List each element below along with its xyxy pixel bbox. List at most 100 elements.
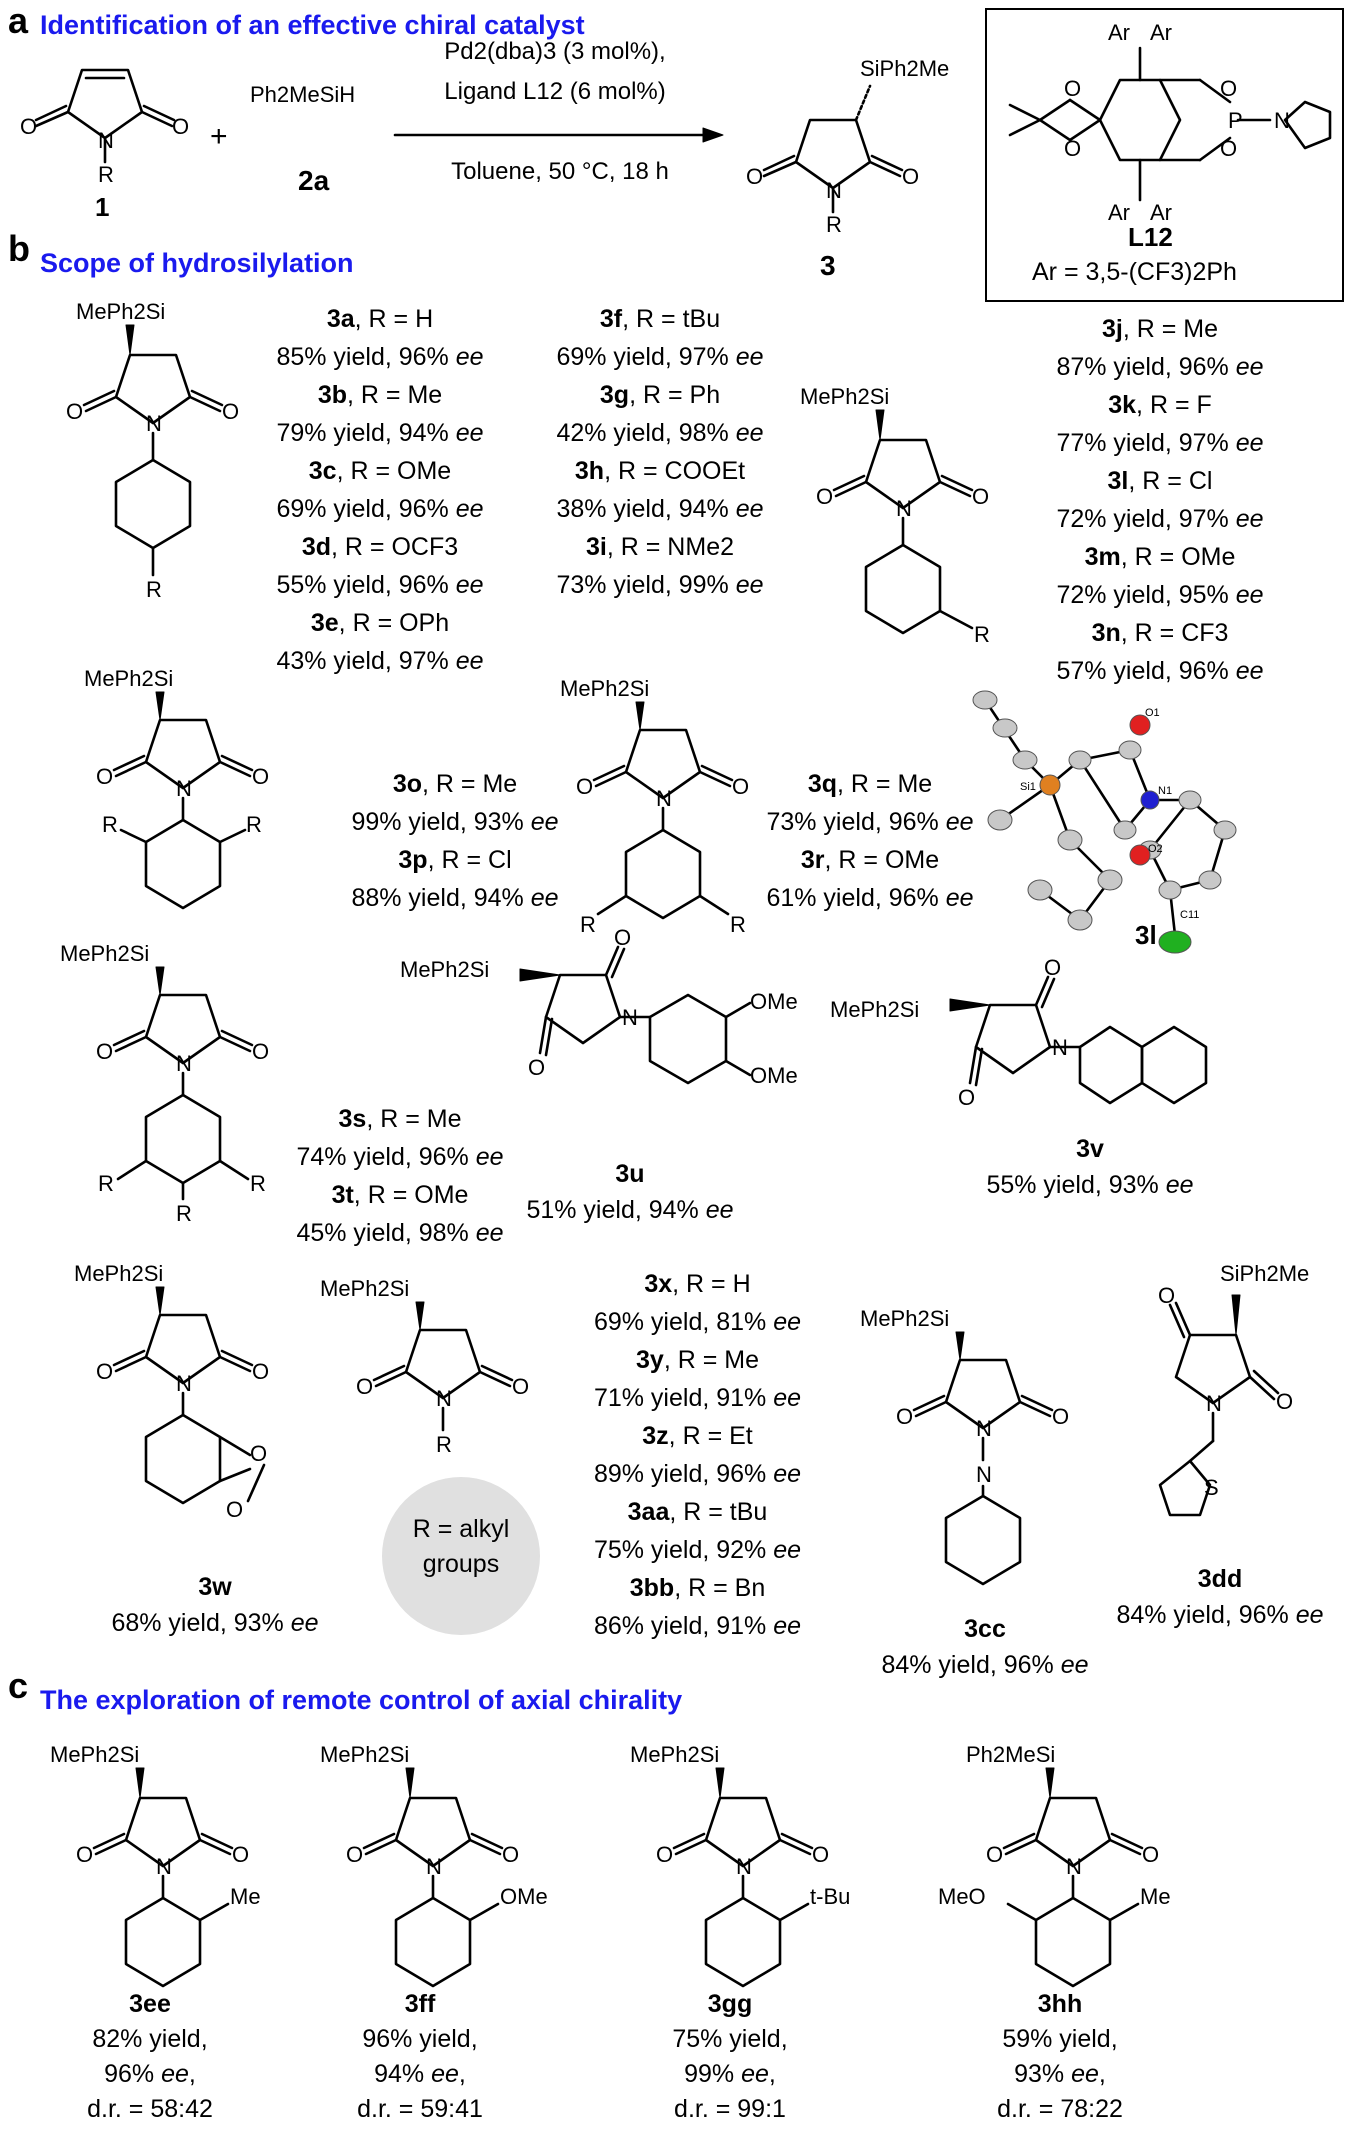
- yield-value: 72% yield, 97%: [1056, 505, 1229, 533]
- ligand-label: L12: [1128, 222, 1173, 252]
- substituent: R = Me: [435, 770, 518, 798]
- compound-entry: 3t, R = OMe: [331, 1181, 469, 1209]
- yield-value: 42% yield, 98%: [556, 419, 729, 447]
- atom-si: MePh2Si: [560, 676, 649, 701]
- condition-catalyst: Pd2(dba)3 (3 mol%),: [444, 38, 666, 65]
- substituent: R = Cl: [441, 846, 512, 874]
- atom-o: O: [656, 1842, 673, 1867]
- structure-3dd: SiPh2Me O O N S: [1158, 1261, 1309, 1517]
- yield-ee: 73% yield, 99% ee: [520, 566, 800, 604]
- substituent: R = OCF3: [344, 533, 459, 561]
- yield-value: 73% yield, 96%: [766, 808, 939, 836]
- substituent: R = OMe: [838, 846, 940, 874]
- yield-value: 61% yield, 96%: [766, 884, 939, 912]
- ee-label: ee: [766, 1612, 802, 1640]
- atom-o: O: [252, 1039, 269, 1064]
- atom-n: N: [176, 1051, 192, 1076]
- atom-o: O: [96, 764, 113, 789]
- structure-3cc: MePh2Si O O N N: [860, 1306, 1069, 1586]
- atom-n: N: [896, 496, 912, 521]
- plus-sign: +: [210, 120, 228, 153]
- yield-ee: 75% yield, 92% ee: [555, 1531, 840, 1569]
- structure-3u: MePh2Si O O N OMe OMe: [400, 925, 798, 1088]
- substituent: R = Bn: [688, 1574, 766, 1602]
- atom-n: N: [436, 1386, 452, 1411]
- yield-value: 59% yield,: [1002, 2025, 1118, 2053]
- panel-c-letter: c: [8, 1665, 29, 1706]
- condition-solvent: Toluene, 50 °C, 18 h: [451, 158, 669, 185]
- atom-s: S: [1204, 1475, 1219, 1500]
- compound-entry: 3s, R = Me: [338, 1105, 462, 1133]
- compound-id: 3s: [338, 1105, 367, 1133]
- substituent: R = OPh: [352, 609, 450, 637]
- ee-label: ee: [1228, 657, 1264, 685]
- compound-entry: 3aa, R = tBu: [627, 1498, 768, 1526]
- atom-r: R: [974, 622, 990, 647]
- ee-label: ee: [1228, 505, 1264, 533]
- atom-ar: Ar: [1150, 200, 1172, 225]
- product-3-structure: O O N R SiPh2Me: [746, 56, 949, 237]
- alkyl-bubble: [382, 1477, 540, 1635]
- atom-o: O: [232, 1842, 249, 1867]
- atom-o: O: [66, 399, 83, 424]
- substituent: R = Me: [380, 1105, 462, 1133]
- ligand-l12-structure: Ar Ar Ar Ar O O O O P N: [1008, 20, 1332, 225]
- compound-id-3dd: 3dd: [1197, 1565, 1243, 1593]
- atom-o: O: [76, 1842, 93, 1867]
- ee-label: ee: [523, 808, 559, 836]
- yield-ee: 55% yield, 96% ee: [240, 566, 520, 604]
- atom-o: O: [896, 1404, 913, 1429]
- compound-entry: 3e, R = OPh: [310, 609, 450, 637]
- atom-r: R: [146, 577, 162, 602]
- compound-id: 3gg: [707, 1990, 753, 2018]
- atom-o: O: [958, 1085, 975, 1110]
- yield-ee: 89% yield, 96% ee: [555, 1455, 840, 1493]
- atom-si: MePh2Si: [60, 941, 149, 966]
- ee-label: ee: [1228, 353, 1264, 381]
- compound-id: 3m: [1084, 543, 1121, 571]
- dr-value: d.r. = 99:1: [674, 2095, 786, 2123]
- atom-o: O: [902, 164, 919, 189]
- yield-ee: 42% yield, 98% ee: [520, 414, 800, 452]
- atom-si: MePh2Si: [800, 384, 889, 409]
- ee-label: ee: [523, 884, 559, 912]
- atom-o: O: [172, 114, 189, 139]
- ee-value: 93% ee,: [1014, 2060, 1106, 2088]
- substituent: R = OMe: [350, 457, 452, 485]
- compound-id: 3q: [807, 770, 837, 798]
- atom-r: R: [102, 812, 118, 837]
- substituent: R = Me: [677, 1346, 759, 1374]
- atom-o: O: [986, 1842, 1003, 1867]
- atom-o: O: [972, 484, 989, 509]
- ee-label: ee: [938, 808, 974, 836]
- yield-ee: 86% yield, 91% ee: [555, 1607, 840, 1645]
- ee-value: 96% ee,: [104, 2060, 196, 2088]
- compound-id: 3i: [586, 533, 607, 561]
- compound-entry: 3p, R = Cl: [398, 846, 512, 874]
- ee-label: ee: [728, 419, 764, 447]
- atom-o: O: [226, 1497, 243, 1522]
- structure-3ff: MePh2Si O O N OMe: [320, 1742, 548, 1988]
- atom-o: O: [252, 764, 269, 789]
- compound-entry: 3g, R = Ph: [599, 381, 721, 409]
- compound-id: 3a: [326, 305, 355, 333]
- structure-meta-aryl: MePh2Si O O N R: [800, 384, 990, 647]
- atom-o: O: [346, 1842, 363, 1867]
- yield-ee: 57% yield, 96% ee: [1010, 652, 1310, 690]
- atom-r: R: [98, 162, 114, 187]
- atom-si: Ph2MeSi: [966, 1742, 1055, 1767]
- substituent: R = Me: [1136, 315, 1219, 343]
- ee-label: ee: [938, 884, 974, 912]
- compound-entry: 3b, R = Me: [317, 381, 443, 409]
- compound-id: 3y: [636, 1346, 664, 1374]
- yield-ee-3w: 68% yield, 93% ee: [111, 1609, 319, 1637]
- yield-ee: 71% yield, 91% ee: [555, 1379, 840, 1417]
- atom-r: R: [730, 912, 746, 937]
- compound-entry: 3q, R = Me: [807, 770, 933, 798]
- compound-entry: 3d, R = OCF3: [301, 533, 459, 561]
- ortho-substituent: Me: [230, 1884, 261, 1909]
- atom-n: N: [426, 1854, 442, 1879]
- compound-entry: 3j, R = Me: [1101, 315, 1219, 343]
- structure-n-alkyl: MePh2Si O O N R: [320, 1276, 529, 1457]
- compound-entry: 3f, R = tBu: [599, 305, 721, 333]
